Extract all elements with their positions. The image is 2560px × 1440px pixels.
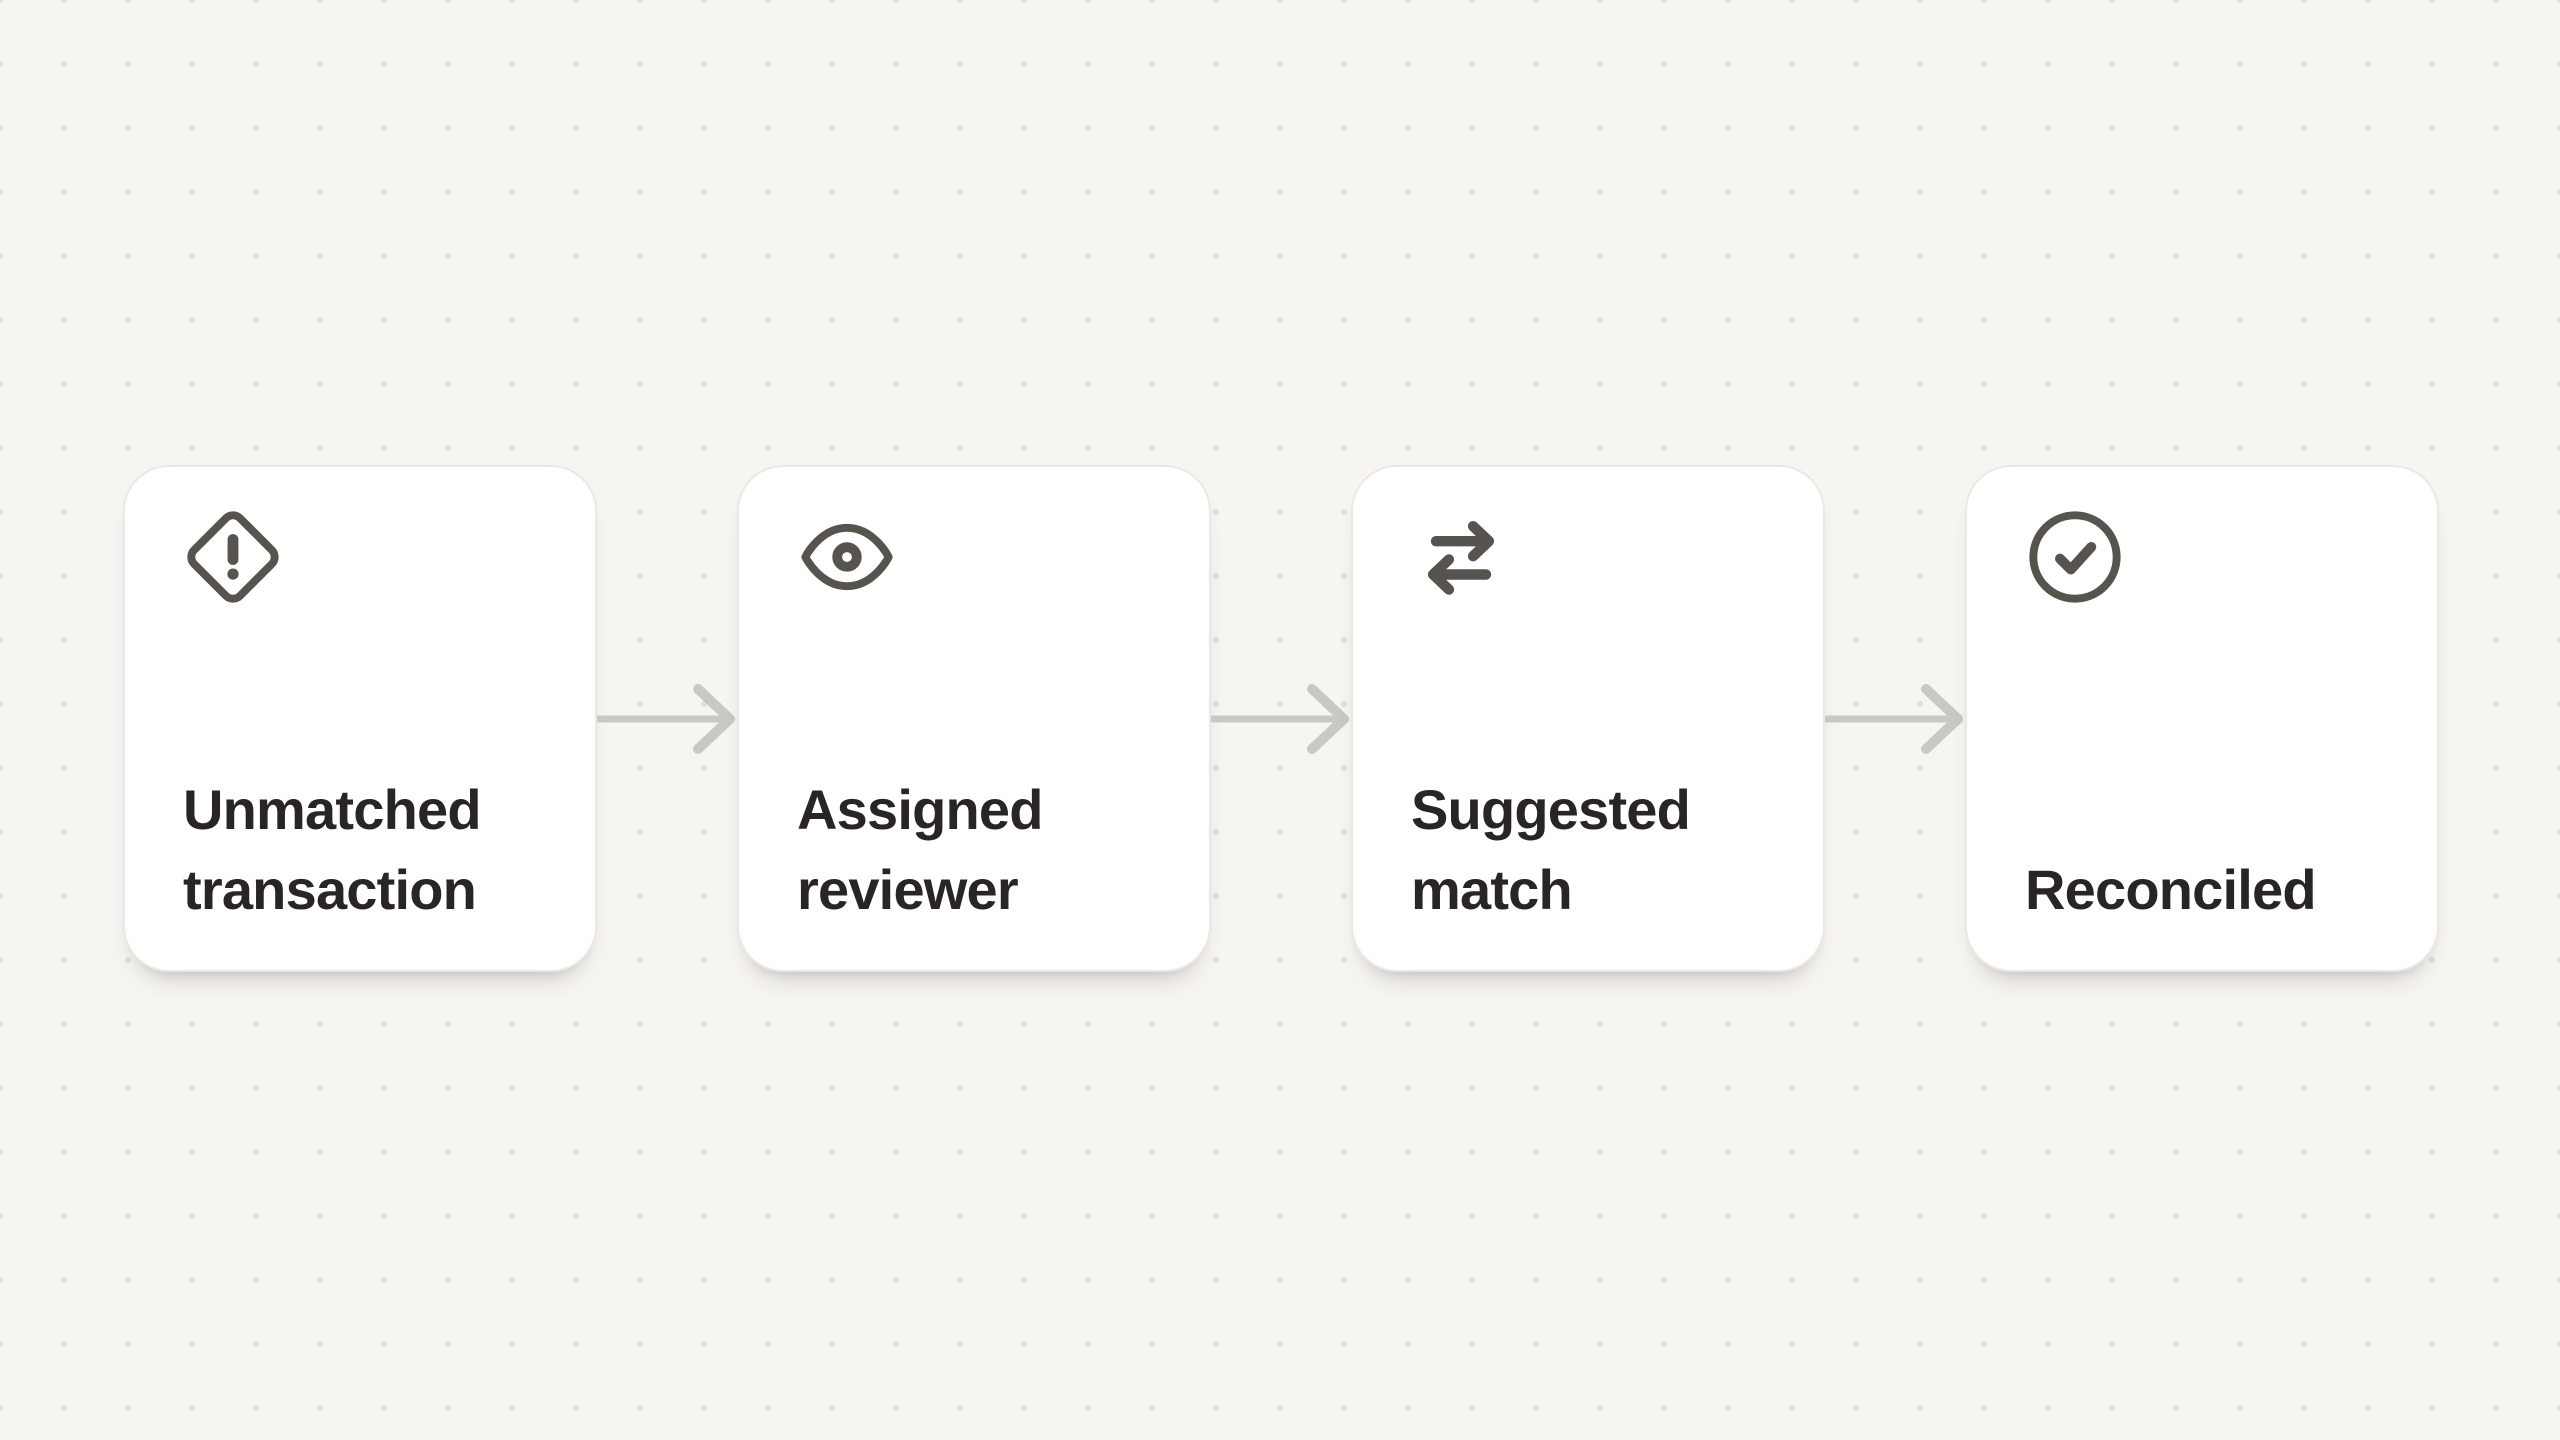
connector-arrow: [1211, 465, 1351, 972]
workflow-row: Unmatched transaction Assigned reviewer: [123, 465, 2439, 972]
swap-arrows-icon: [1411, 507, 1511, 607]
node-label: Reconciled: [2025, 858, 2317, 921]
check-circle-icon: [2025, 507, 2125, 607]
connector-arrow: [1825, 465, 1965, 972]
diamond-alert-icon: [183, 507, 283, 607]
node-label: Unmatched transaction: [183, 778, 482, 921]
eye-icon: [797, 507, 897, 607]
node-suggested-match[interactable]: Suggested match: [1351, 465, 1825, 972]
node-reconciled[interactable]: Reconciled: [1965, 465, 2439, 972]
node-unmatched-transaction[interactable]: Unmatched transaction: [123, 465, 597, 972]
node-label: Assigned reviewer: [797, 778, 1043, 921]
node-assigned-reviewer[interactable]: Assigned reviewer: [737, 465, 1211, 972]
connector-arrow: [597, 465, 737, 972]
node-label: Suggested match: [1411, 778, 1691, 921]
